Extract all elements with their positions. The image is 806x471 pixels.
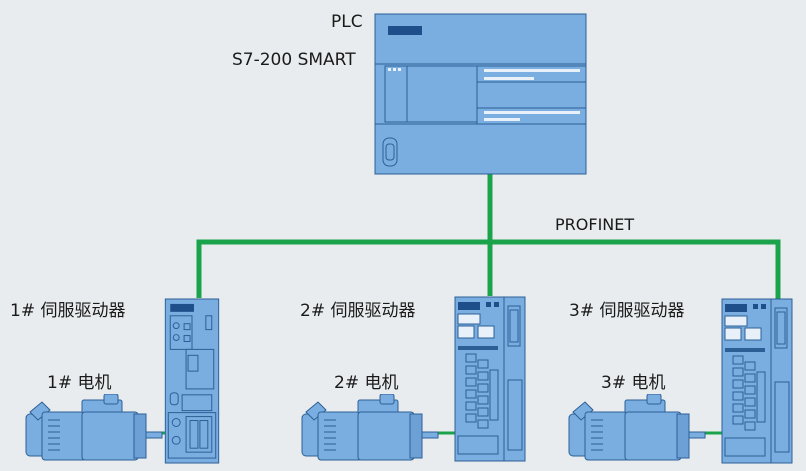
motor-2: [301, 394, 439, 461]
profinet-label: PROFINET: [555, 215, 635, 234]
plc-label: PLC: [331, 12, 363, 32]
plc-model-label: S7-200 SMART: [232, 50, 356, 70]
motor-3: [568, 394, 706, 461]
drive-1-label: 1# 伺服驱动器: [10, 301, 126, 321]
profinet-bus: [196, 174, 781, 300]
motor-2-label: 2# 电机: [334, 373, 399, 393]
drive-2-label: 2# 伺服驱动器: [300, 301, 416, 321]
servo-drive-3: [721, 298, 793, 464]
drive-3-label: 3# 伺服驱动器: [569, 301, 685, 321]
motor-1-label: 1# 电机: [47, 373, 112, 393]
plc-unit: [374, 13, 587, 175]
servo-drive-2: [454, 296, 526, 462]
motor-1: [25, 394, 163, 461]
motor-3-label: 3# 电机: [601, 373, 666, 393]
servo-drive-1: [164, 298, 220, 464]
